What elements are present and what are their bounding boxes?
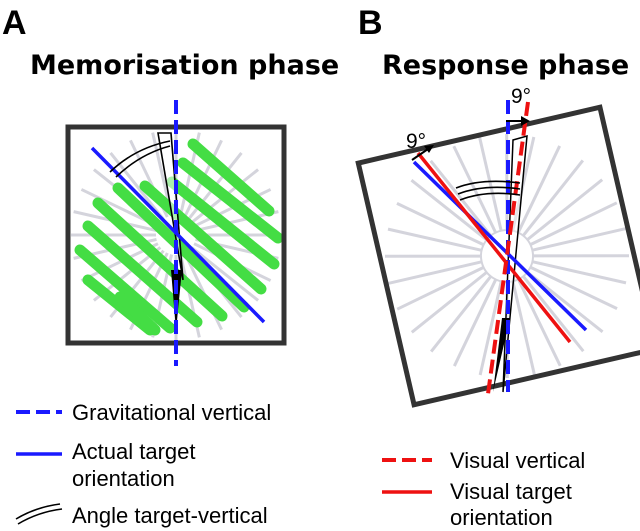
spoke bbox=[529, 265, 618, 311]
legend-left: Gravitational vertical Actual target ori… bbox=[15, 400, 271, 528]
legend-gravitational-vertical-label: Gravitational vertical bbox=[72, 400, 271, 425]
vertical-offset-angle-label: 9° bbox=[511, 85, 531, 108]
spoke bbox=[387, 227, 482, 252]
panel-b-tilted-frame-group bbox=[355, 104, 640, 408]
spoke bbox=[531, 227, 627, 252]
visual-target-line-b bbox=[416, 151, 572, 344]
panel-a: A Memorisation phase bbox=[2, 4, 339, 366]
spoke bbox=[529, 201, 618, 247]
spoke bbox=[522, 275, 585, 353]
legend-item-visual-vertical: Visual vertical bbox=[382, 448, 585, 473]
legend-right: Visual vertical Visual target orientatio… bbox=[382, 448, 585, 530]
panel-b-spokes bbox=[384, 133, 630, 379]
panel-b: B Response phase 9° 9° bbox=[355, 4, 640, 408]
arrow-icon bbox=[411, 145, 434, 161]
spoke bbox=[516, 145, 562, 234]
angle-sector-b-lower bbox=[493, 318, 510, 392]
spoke bbox=[410, 178, 488, 242]
panel-b-title: Response phase bbox=[382, 50, 629, 81]
spoke bbox=[387, 260, 483, 285]
double-arc-icon bbox=[15, 503, 63, 525]
spoke bbox=[511, 136, 536, 231]
spoke bbox=[516, 278, 562, 367]
spoke bbox=[511, 280, 536, 376]
spoke bbox=[478, 281, 503, 376]
spoke bbox=[396, 265, 485, 311]
spoke bbox=[195, 210, 279, 233]
actual-target-line-b bbox=[412, 160, 588, 332]
spoke bbox=[396, 201, 485, 247]
spoke bbox=[429, 159, 492, 237]
spoke bbox=[190, 246, 260, 302]
panel-a-letter: A bbox=[2, 4, 27, 42]
angle-marker-a bbox=[109, 140, 171, 178]
spoke bbox=[521, 159, 585, 237]
legend-item-visual-target: Visual target orientation bbox=[382, 479, 572, 530]
legend-actual-target-label-1: Actual target bbox=[72, 439, 196, 464]
legend-visual-target-label-1: Visual target bbox=[450, 479, 572, 504]
spoke bbox=[429, 275, 493, 353]
frame-tilt-angle-label: 9° bbox=[406, 130, 426, 153]
actual-target-line-a bbox=[90, 146, 266, 324]
legend-item-angle-target-vertical: Angle target-vertical bbox=[15, 503, 268, 528]
panel-b-frame bbox=[355, 104, 640, 408]
arrow-icon bbox=[506, 116, 530, 126]
spoke bbox=[384, 254, 482, 258]
legend-visual-vertical-label: Visual vertical bbox=[450, 448, 585, 473]
spoke bbox=[526, 178, 604, 241]
spoke bbox=[532, 254, 630, 258]
angle-marker-b bbox=[455, 180, 521, 201]
spoke bbox=[410, 271, 488, 334]
legend-item-gravitational-vertical: Gravitational vertical bbox=[16, 400, 271, 425]
panel-a-title: Memorisation phase bbox=[30, 50, 339, 81]
panel-b-letter: B bbox=[358, 4, 383, 42]
spoke bbox=[526, 270, 604, 334]
legend-angle-target-vertical-label: Angle target-vertical bbox=[72, 503, 268, 528]
legend-visual-target-label-2: orientation bbox=[450, 505, 553, 530]
legend-actual-target-label-2: orientation bbox=[72, 466, 175, 491]
spoke bbox=[478, 136, 503, 232]
spoke bbox=[532, 260, 627, 285]
legend-item-actual-target: Actual target orientation bbox=[16, 439, 196, 491]
visual-vertical-b bbox=[486, 101, 530, 395]
spoke bbox=[452, 278, 498, 367]
